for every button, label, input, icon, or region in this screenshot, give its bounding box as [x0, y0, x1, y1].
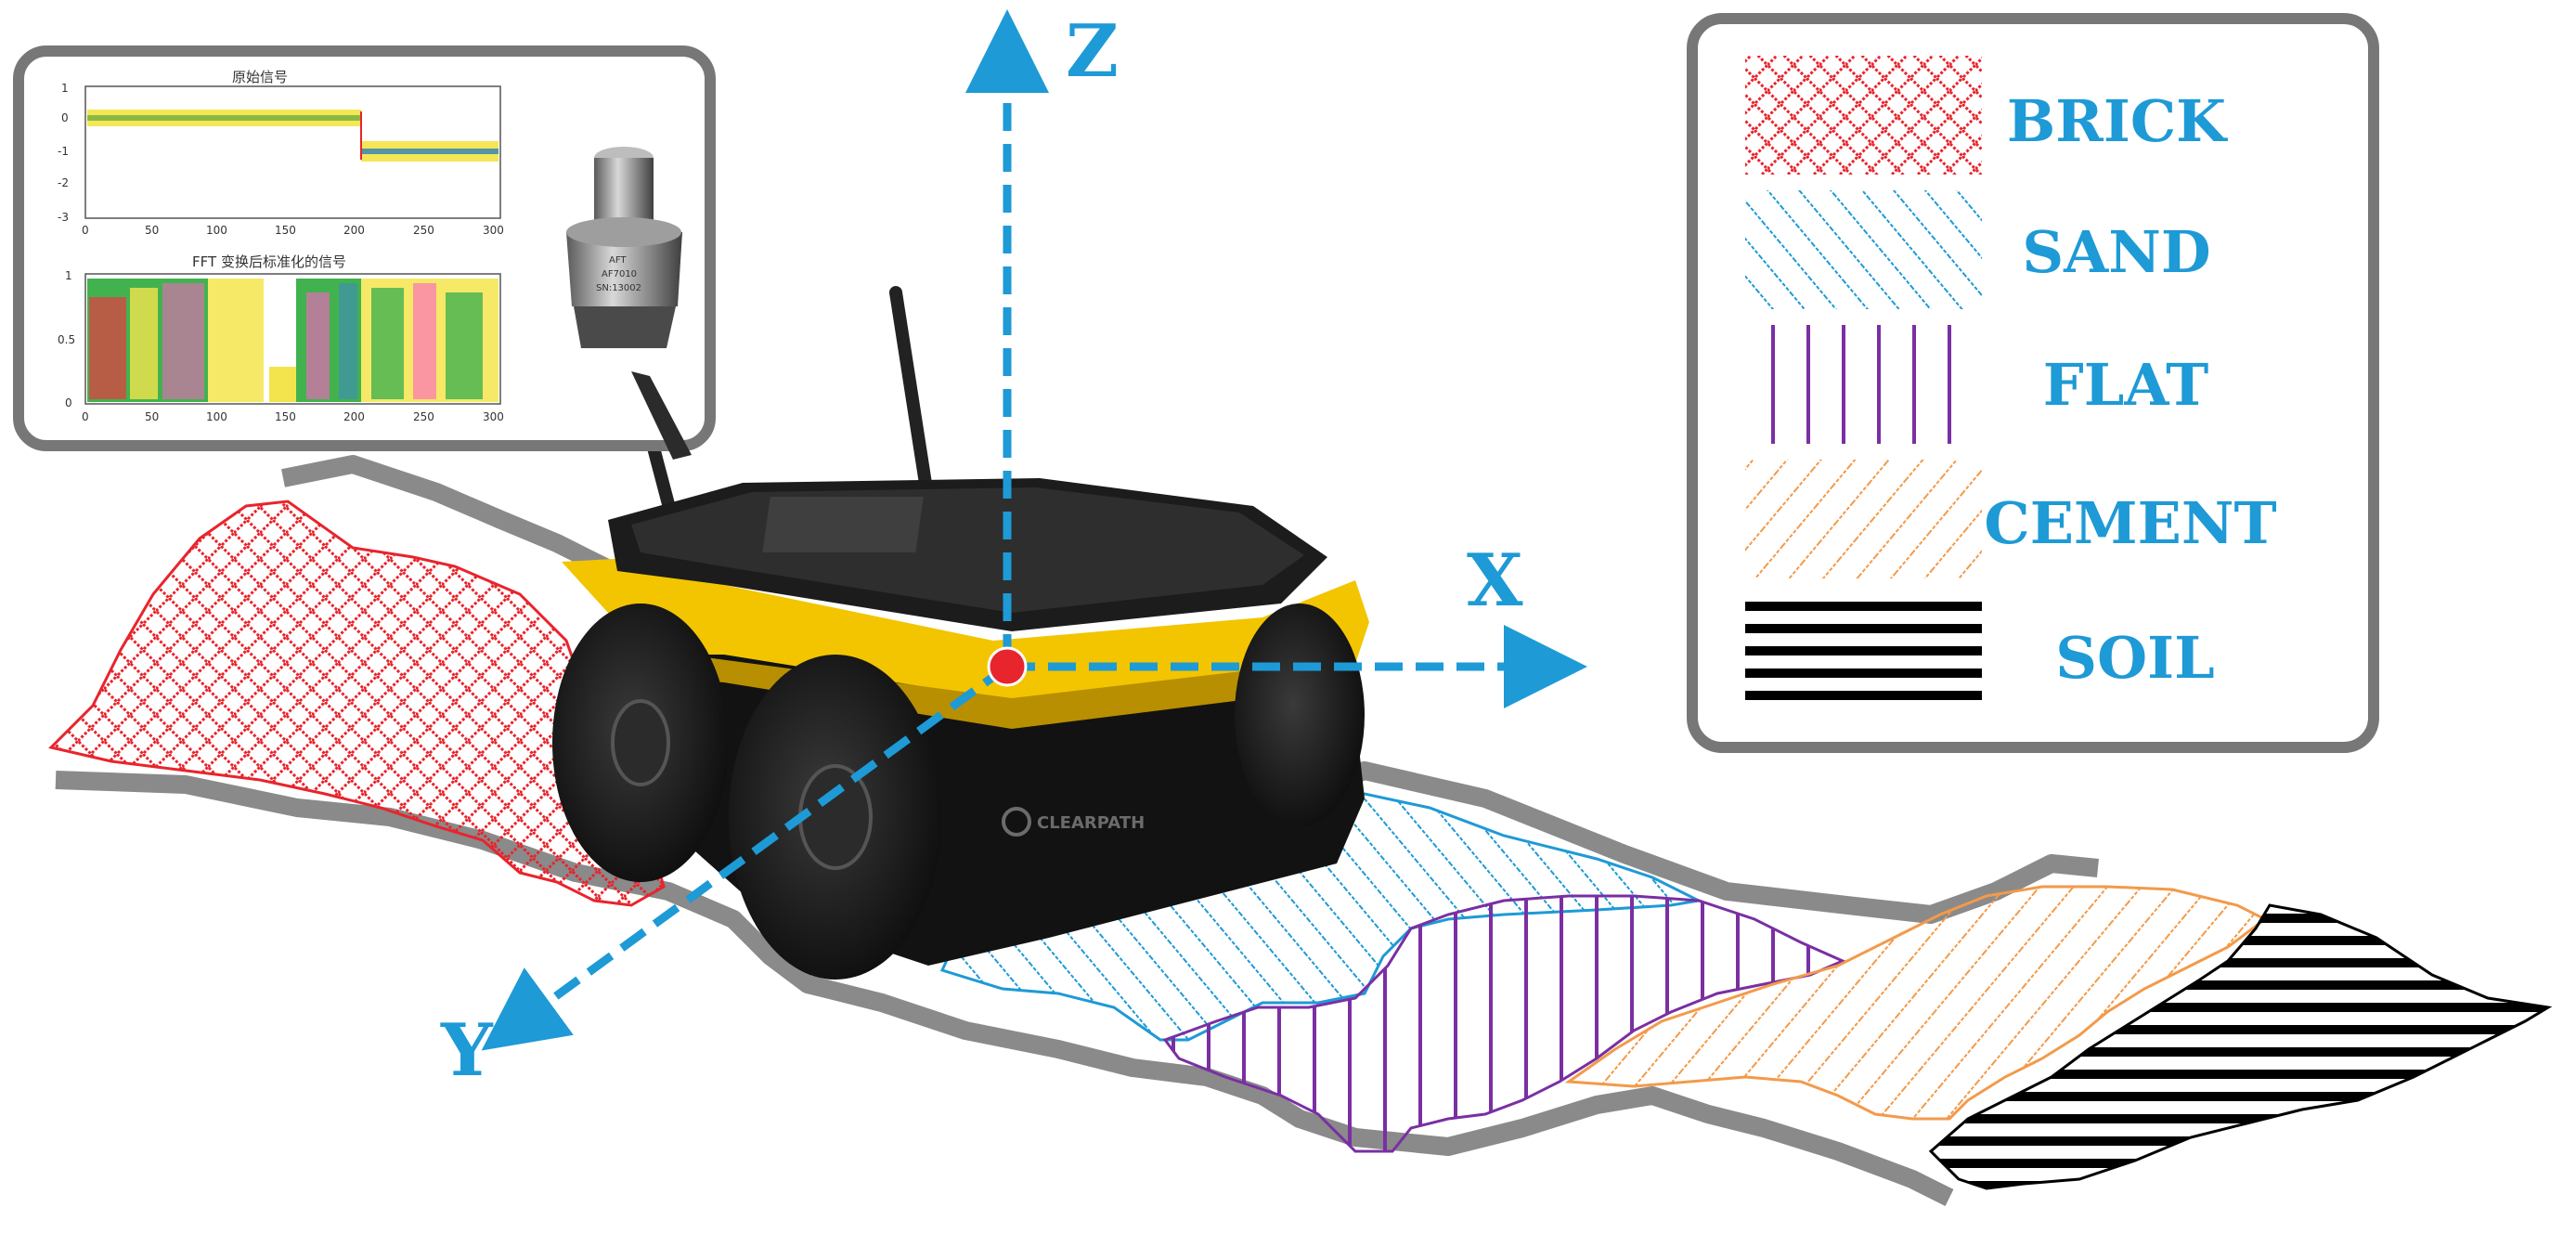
terrain-legend: BRICK SAND FLAT CEMENT SOIL — [1687, 13, 2379, 753]
sensor-model: AF7010 — [602, 269, 637, 279]
legend-swatch-soil — [1745, 594, 1982, 713]
raw-xtick-5: 200 — [343, 224, 365, 237]
sensor-serial: SN:13002 — [596, 283, 641, 293]
fft-ytick-3: 0 — [65, 396, 72, 409]
fft-xtick-7: 300 — [483, 410, 504, 423]
raw-xtick-7: 300 — [483, 224, 504, 237]
legend-label-sand: SAND — [2022, 218, 2210, 286]
robot-fender — [562, 557, 1369, 701]
robot-top-panel — [762, 497, 924, 552]
legend-label-cement: CEMENT — [1984, 489, 2276, 557]
legend-swatch-brick — [1745, 56, 1982, 175]
raw-ytick-4: -2 — [58, 176, 69, 189]
fft-ytick-2: 0.5 — [58, 333, 75, 346]
raw-signal-title: 原始信号 — [232, 69, 288, 85]
raw-xtick-2: 50 — [145, 224, 159, 237]
y-axis-arrow — [481, 663, 1010, 1051]
fft-xtick-3: 100 — [206, 410, 227, 423]
wheel-front-left — [729, 655, 942, 980]
fft-xtick-5: 200 — [343, 410, 365, 423]
robot-brand: CLEARPATH — [1037, 813, 1145, 833]
fft-xtick-4: 150 — [275, 410, 296, 423]
raw-signal-plot: 原始信号 1 0 -1 -2 -3 0 50 100 150 200 250 3… — [58, 69, 504, 237]
wheel-rear-left — [552, 604, 729, 882]
origin-point — [987, 646, 1028, 687]
legend-label-brick: BRICK — [2007, 87, 2228, 155]
x-axis-label: X — [1467, 539, 1523, 623]
terrain-patch-cement — [1564, 885, 2268, 1121]
raw-ytick-2: 0 — [61, 111, 69, 124]
legend-swatch-flat — [1745, 325, 1982, 444]
z-axis-label: Z — [1066, 9, 1119, 94]
wheel-rear-right — [1235, 604, 1365, 826]
terrain-patch-soil — [1928, 903, 2553, 1190]
fft-signal-title: FFT 变换后标准化的信号 — [192, 253, 346, 270]
fft-signal-traces — [87, 279, 498, 402]
legend-label-soil: SOIL — [2055, 624, 2214, 692]
legend-swatch-sand — [1745, 190, 1982, 309]
coordinate-frame: Z X Y — [440, 9, 1587, 1093]
raw-ytick-3: -1 — [58, 145, 69, 158]
y-axis-label: Y — [440, 1008, 494, 1093]
legend-swatch-cement — [1745, 460, 1982, 578]
fft-signal-plot: FFT 变换后标准化的信号 1 0.5 0 0 — [58, 253, 504, 423]
raw-xtick-4: 150 — [275, 224, 296, 237]
raw-ytick-5: -3 — [58, 211, 69, 224]
raw-xtick-3: 100 — [206, 224, 227, 237]
sensor-logo: AFT — [609, 255, 627, 266]
fft-xtick-2: 50 — [145, 410, 159, 423]
fft-xtick-6: 250 — [413, 410, 434, 423]
signal-inset-panel: 原始信号 1 0 -1 -2 -3 0 50 100 150 200 250 3… — [13, 45, 716, 460]
raw-xtick-1: 0 — [82, 224, 89, 237]
raw-ytick-1: 1 — [61, 82, 69, 95]
brand-logo-icon — [1002, 807, 1031, 837]
fft-ytick-1: 1 — [65, 269, 72, 282]
accelerometer-sensor-icon: AFT AF7010 SN:13002 — [566, 147, 692, 460]
fft-xtick-1: 0 — [82, 410, 89, 423]
raw-xtick-6: 250 — [413, 224, 434, 237]
raw-signal-high-core — [87, 115, 361, 121]
antenna-center-icon — [889, 286, 935, 508]
raw-signal-low-core — [361, 149, 498, 154]
terrain-patch-flat — [1162, 894, 1846, 1153]
legend-label-flat: FLAT — [2043, 351, 2208, 419]
